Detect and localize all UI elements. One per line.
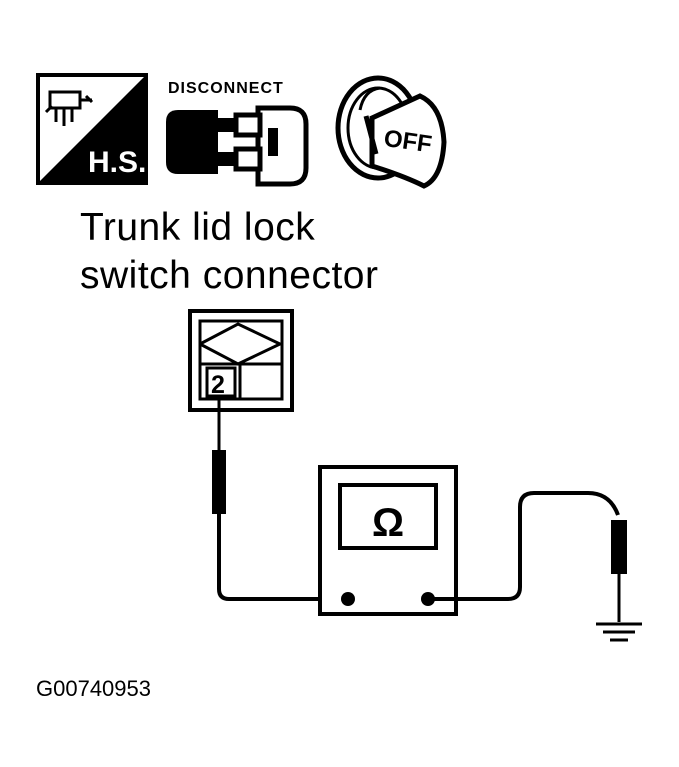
disconnect-connector-icon: DISCONNECT [166, 80, 309, 187]
ground-probe-lead [428, 491, 627, 622]
meter-terminal-positive [341, 592, 355, 606]
switch-connector-face: 2 [188, 309, 294, 412]
figure-id: G00740953 [36, 676, 151, 701]
terminal-number: 2 [211, 371, 225, 399]
ohm-symbol: Ω [372, 501, 404, 545]
harness-service-icon: H.S. [36, 73, 148, 185]
diagram-title-line-1: Trunk lid lock [80, 206, 316, 249]
disconnect-label: DISCONNECT [168, 80, 284, 97]
ignition-key-off-icon: OFF [335, 75, 447, 189]
ground-symbol [596, 622, 642, 642]
diagram-title-line-2: switch connector [80, 254, 379, 297]
ignition-off-label: OFF [382, 125, 433, 158]
meter-display [338, 483, 438, 550]
hs-label: H.S. [88, 146, 146, 179]
ohmmeter: Ω [318, 465, 458, 616]
terminal-2-cavity [205, 366, 237, 398]
positive-probe-lead [212, 396, 348, 601]
